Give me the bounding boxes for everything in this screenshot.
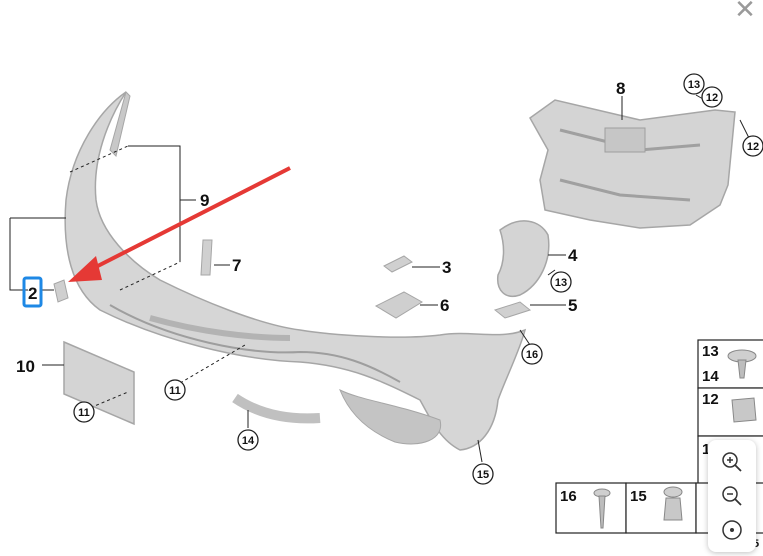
label-6: 6 <box>440 296 449 315</box>
label-9: 9 <box>200 191 209 210</box>
circle-label-11-a: 11 <box>169 385 181 397</box>
part-5-clip <box>493 301 532 319</box>
label-4: 4 <box>568 246 578 265</box>
label-3: 3 <box>442 258 451 277</box>
box-label-15: 15 <box>630 488 647 505</box>
front-bumper <box>64 91 527 451</box>
zoom-out-icon[interactable] <box>720 484 744 508</box>
circle-label-12-a: 12 <box>706 92 718 104</box>
circle-label-16: 16 <box>526 349 538 361</box>
close-icon[interactable]: ✕ <box>734 0 756 25</box>
table-label-13: 13 <box>702 343 719 360</box>
carrier-bracket <box>529 99 736 229</box>
license-plate-holder <box>63 340 135 426</box>
zoom-in-icon[interactable] <box>720 450 744 474</box>
grille-part <box>497 220 550 297</box>
box-corner-label: 5 <box>753 538 759 550</box>
part-7-strip <box>200 239 213 276</box>
label-8: 8 <box>616 79 625 98</box>
part-3-cap <box>383 255 413 273</box>
part-2-clip <box>53 279 69 303</box>
table-label-12: 12 <box>702 391 719 408</box>
label-2: 2 <box>28 284 37 303</box>
circle-label-11-b: 11 <box>78 407 90 419</box>
table-label-1: 1 <box>702 441 710 458</box>
label-7: 7 <box>232 256 241 275</box>
box-label-16: 16 <box>560 488 577 505</box>
callout-circles <box>73 73 763 485</box>
zoom-controls <box>708 440 756 552</box>
circle-label-14: 14 <box>242 435 255 447</box>
circle-label-15: 15 <box>477 469 489 481</box>
circle-label-12-b: 12 <box>747 141 759 153</box>
annotation-arrow <box>68 166 291 282</box>
selection-box <box>22 276 43 308</box>
table-label-14: 14 <box>702 368 719 385</box>
label-5: 5 <box>568 296 577 315</box>
label-10: 10 <box>16 357 35 376</box>
reset-zoom-icon[interactable] <box>720 518 744 542</box>
part-6-cap <box>374 291 423 319</box>
circle-label-13-a: 13 <box>688 79 700 91</box>
circle-label-13-b: 13 <box>555 277 567 289</box>
